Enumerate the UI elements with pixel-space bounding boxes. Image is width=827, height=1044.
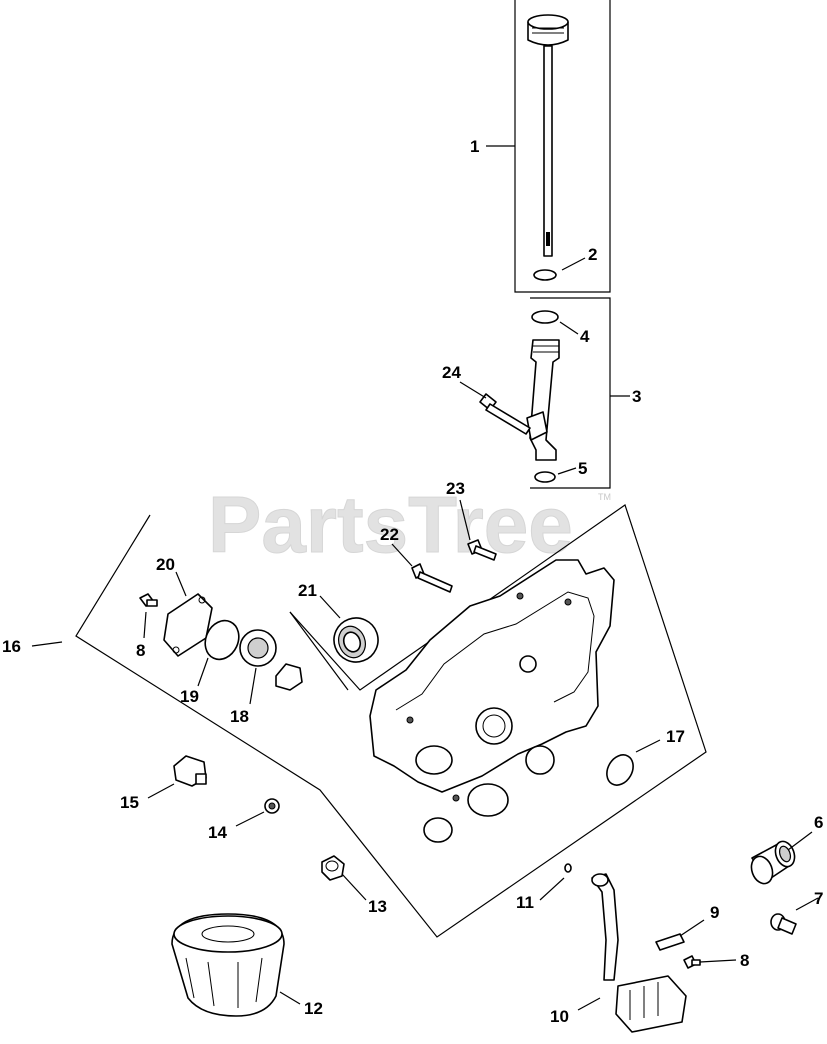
callout-17: 17 xyxy=(666,727,685,746)
oil-pickup-part xyxy=(591,873,687,1033)
watermark-trademark: TM xyxy=(598,492,611,502)
callout-2: 2 xyxy=(588,245,597,264)
leader-lines xyxy=(31,145,819,1011)
callout-22: 22 xyxy=(380,525,399,544)
oil-seal-part xyxy=(333,617,379,663)
group-brackets xyxy=(75,0,707,938)
callout-11: 11 xyxy=(516,893,534,912)
callout-19: 19 xyxy=(180,687,199,706)
callout-10: 10 xyxy=(550,1007,569,1026)
callout-20: 20 xyxy=(156,555,175,574)
dipstick-tube-part xyxy=(526,339,560,461)
tube-upper-o-ring xyxy=(531,310,559,324)
callout-8-upper: 8 xyxy=(136,641,145,660)
callout-5: 5 xyxy=(578,459,587,478)
callout-24: 24 xyxy=(442,363,461,382)
bushing-part xyxy=(750,840,796,885)
screw-8-lower-part xyxy=(683,955,701,969)
oil-pressure-switch-part xyxy=(173,755,207,787)
callout-16: 16 xyxy=(2,637,21,656)
drain-plug-part xyxy=(321,855,345,881)
plug-14-part xyxy=(264,798,280,814)
oil-pump-rotor-part xyxy=(239,629,303,691)
callout-labels: 1 2 3 4 5 6 7 8 8 9 10 11 12 13 14 15 16… xyxy=(2,137,823,1026)
callout-9: 9 xyxy=(710,903,719,922)
tube-lower-o-ring xyxy=(534,471,556,483)
dipstick-o-ring xyxy=(533,269,557,281)
callout-1: 1 xyxy=(470,137,479,156)
callout-7: 7 xyxy=(814,889,823,908)
dipstick-part xyxy=(527,14,569,257)
cover-o-ring xyxy=(204,619,240,661)
screw-8-upper-part xyxy=(139,593,158,607)
bracket-part xyxy=(655,933,685,951)
callout-8-lower: 8 xyxy=(740,951,749,970)
bolt-23-part xyxy=(467,539,497,561)
fitting-7-part xyxy=(770,913,797,935)
callout-18: 18 xyxy=(230,707,249,726)
bolt-22-part xyxy=(411,563,453,593)
callout-4: 4 xyxy=(580,327,590,346)
bolt-24-part xyxy=(479,393,531,435)
callout-3: 3 xyxy=(632,387,641,406)
callout-21: 21 xyxy=(298,581,317,600)
callout-6: 6 xyxy=(814,813,823,832)
oil-filter-part xyxy=(171,913,285,1017)
parts-tree-watermark: PartsTree TM xyxy=(208,480,612,570)
watermark-text: PartsTree xyxy=(208,480,573,569)
cover-seal-o-ring xyxy=(606,754,634,786)
callout-13: 13 xyxy=(368,897,387,916)
callout-23: 23 xyxy=(446,479,465,498)
small-o-ring xyxy=(564,863,572,873)
callout-12: 12 xyxy=(304,999,323,1018)
callout-15: 15 xyxy=(120,793,139,812)
callout-14: 14 xyxy=(208,823,227,842)
crankcase-cover-part xyxy=(369,559,615,843)
